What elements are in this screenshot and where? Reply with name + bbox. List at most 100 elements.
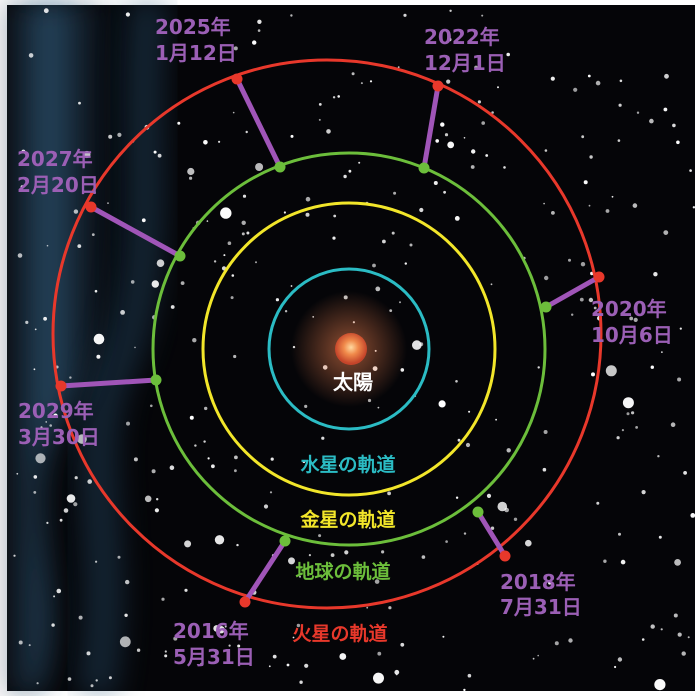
star	[374, 579, 380, 584]
opposition-date: 10月6日	[591, 323, 673, 347]
star	[28, 644, 31, 647]
star	[154, 508, 159, 513]
star	[275, 298, 279, 302]
star	[263, 504, 269, 509]
star	[59, 518, 63, 522]
earth-position-dot	[418, 162, 430, 174]
earth-position-dot	[274, 161, 286, 173]
star	[330, 553, 335, 557]
star	[442, 635, 445, 638]
star	[46, 244, 49, 247]
star	[184, 540, 192, 548]
opposition-year: 2027年	[17, 147, 93, 171]
star	[308, 554, 311, 557]
star	[21, 149, 26, 154]
star	[636, 111, 640, 114]
star	[641, 490, 646, 495]
star	[290, 14, 293, 17]
star	[591, 372, 595, 377]
star	[544, 149, 548, 152]
star	[180, 281, 185, 285]
star	[257, 29, 261, 32]
star	[33, 491, 37, 494]
earth-orbit-label: 地球の軌道	[295, 560, 390, 583]
star	[241, 220, 246, 225]
star	[650, 624, 655, 629]
star	[679, 327, 682, 330]
star	[252, 40, 257, 45]
star	[234, 469, 237, 473]
star	[49, 424, 52, 427]
star	[296, 623, 301, 628]
star	[481, 14, 484, 17]
star	[375, 286, 381, 292]
star	[246, 231, 250, 235]
star	[617, 657, 623, 662]
star	[670, 422, 676, 428]
star	[17, 253, 23, 258]
star	[288, 557, 295, 565]
star	[20, 185, 24, 189]
star	[94, 289, 98, 293]
star	[681, 651, 686, 656]
star	[302, 460, 306, 464]
star	[503, 166, 506, 169]
star	[228, 644, 231, 647]
star	[107, 202, 109, 205]
star	[689, 169, 692, 172]
star	[663, 107, 668, 112]
star	[506, 52, 511, 57]
star	[338, 464, 342, 467]
star	[63, 508, 69, 513]
star	[395, 673, 398, 676]
star	[91, 233, 95, 237]
star	[657, 455, 660, 458]
star	[283, 211, 286, 214]
opposition-year: 2022年	[424, 25, 500, 49]
star	[620, 559, 626, 565]
star	[34, 328, 37, 331]
star	[438, 400, 446, 408]
star	[358, 161, 361, 164]
star	[318, 118, 321, 121]
opposition-connector	[421, 85, 441, 169]
star	[471, 149, 476, 154]
star	[305, 212, 310, 217]
mercury-orbit-label: 水星の軌道	[300, 453, 395, 476]
star	[477, 100, 481, 104]
star	[619, 79, 623, 83]
star	[470, 165, 475, 169]
star	[583, 180, 588, 185]
star	[299, 575, 301, 578]
star	[654, 679, 666, 691]
star	[633, 317, 638, 322]
star	[204, 406, 208, 411]
star	[96, 354, 101, 359]
mars-position-dot	[432, 80, 444, 92]
star	[632, 203, 638, 208]
star	[245, 130, 248, 134]
star	[454, 216, 460, 221]
star	[621, 429, 625, 432]
star	[580, 262, 586, 267]
star	[177, 121, 181, 125]
star	[318, 103, 322, 106]
star	[677, 632, 682, 637]
star	[321, 436, 325, 440]
star	[83, 150, 91, 159]
star	[481, 121, 486, 125]
star	[399, 301, 401, 304]
star	[605, 365, 617, 377]
earth-position-dot	[472, 506, 484, 518]
star	[658, 535, 662, 539]
star	[108, 676, 112, 680]
star	[444, 133, 449, 137]
star	[241, 232, 245, 236]
star	[141, 218, 146, 223]
star	[213, 260, 217, 263]
mars-position-dot	[499, 550, 511, 562]
star	[433, 181, 438, 185]
star	[224, 625, 227, 628]
